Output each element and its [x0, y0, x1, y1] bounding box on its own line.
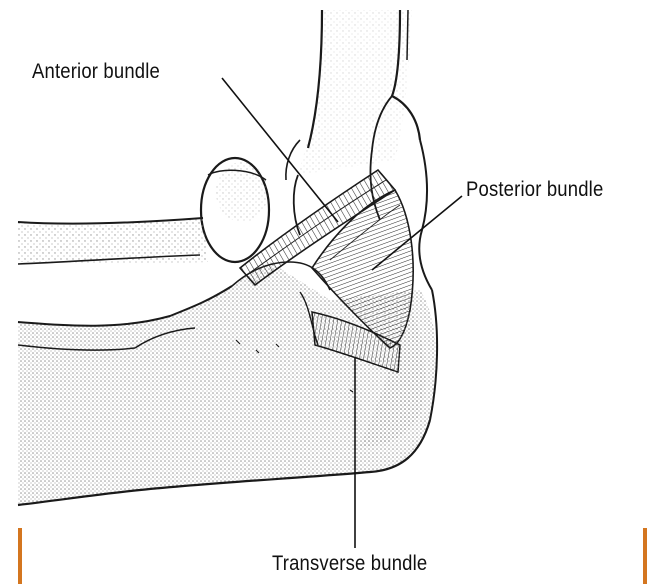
posterior-bundle-label: Posterior bundle	[466, 178, 603, 202]
transverse-bundle-label: Transverse bundle	[272, 552, 427, 576]
anterior-bundle-label: Anterior bundle	[32, 60, 160, 84]
right-accent-bar	[643, 528, 647, 584]
left-accent-bar	[18, 528, 22, 584]
humerus-shaft	[298, 10, 412, 175]
